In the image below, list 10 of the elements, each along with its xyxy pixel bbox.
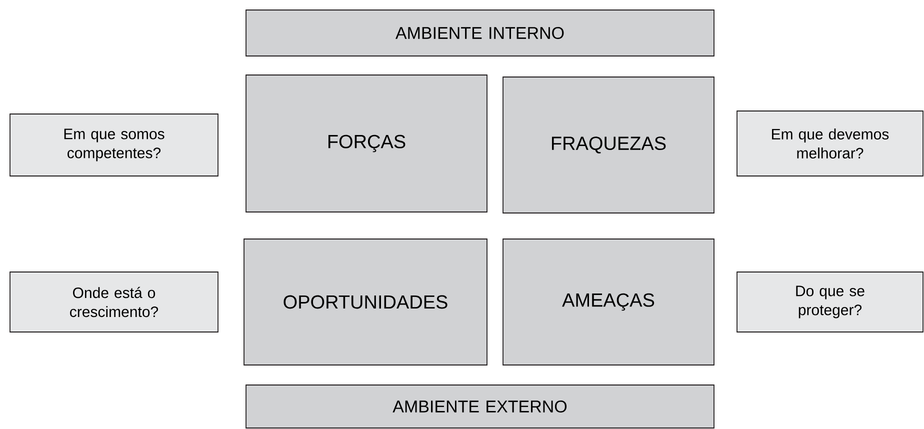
quadrant-box: FRAQUEZAS	[502, 76, 714, 214]
question-box: Do que se proteger?	[736, 272, 924, 332]
band-box: AMBIENTE EXTERNO	[246, 384, 714, 428]
question-box: Em que somos competentes?	[10, 114, 218, 176]
quadrant-box: OPORTUNIDADES	[244, 238, 488, 366]
quadrant-box: AMEAÇAS	[502, 238, 714, 366]
band-box: AMBIENTE INTERNO	[246, 10, 714, 56]
quadrant-box: FORÇAS	[246, 74, 488, 212]
question-box: Em que devemos melhorar?	[736, 110, 924, 176]
question-box: Onde está o crescimento?	[10, 272, 218, 332]
